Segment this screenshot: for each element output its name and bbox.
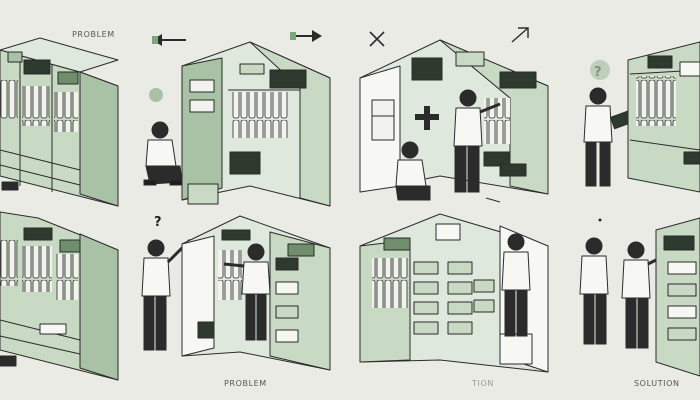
person-crouching (143, 121, 183, 186)
wardrobe-top-middle (359, 39, 549, 195)
caption-bottom-problem: PROBLEM (224, 379, 267, 388)
wardrobe-bottom-left (0, 211, 119, 381)
person-standing-in-wardrobe (223, 243, 271, 341)
thought-bubble-icon (149, 88, 163, 102)
wardrobe-bottom-organized (359, 213, 549, 373)
caption-bottom-solution: SOLUTION (634, 379, 680, 388)
dash-decoration (485, 197, 501, 203)
question-mark-icon: ? (154, 215, 162, 230)
wardrobe-top-left (0, 37, 119, 207)
wardrobe-bottom-right (655, 217, 700, 377)
person-standing-pointing (453, 89, 501, 193)
caption-bottom-fragment: TION (471, 379, 494, 388)
caption-top-problem: PROBLEM (72, 30, 115, 39)
check-arrow-icon (511, 27, 529, 43)
dot-decoration (598, 218, 602, 222)
question-bubble-icon (590, 60, 610, 80)
person-sitting-head-in-hands (395, 141, 431, 201)
arrow-right-icon (290, 30, 322, 42)
plus-sign-icon (415, 106, 439, 130)
cross-icon (369, 31, 385, 47)
arrow-left-icon (152, 34, 186, 46)
wardrobe-top-open (181, 41, 331, 207)
person-right-solution (621, 241, 665, 349)
wardrobe-top-right (627, 41, 700, 193)
person-standing-satisfied (501, 233, 531, 337)
person-left-solution (579, 237, 609, 345)
person-with-tablet (583, 87, 633, 187)
